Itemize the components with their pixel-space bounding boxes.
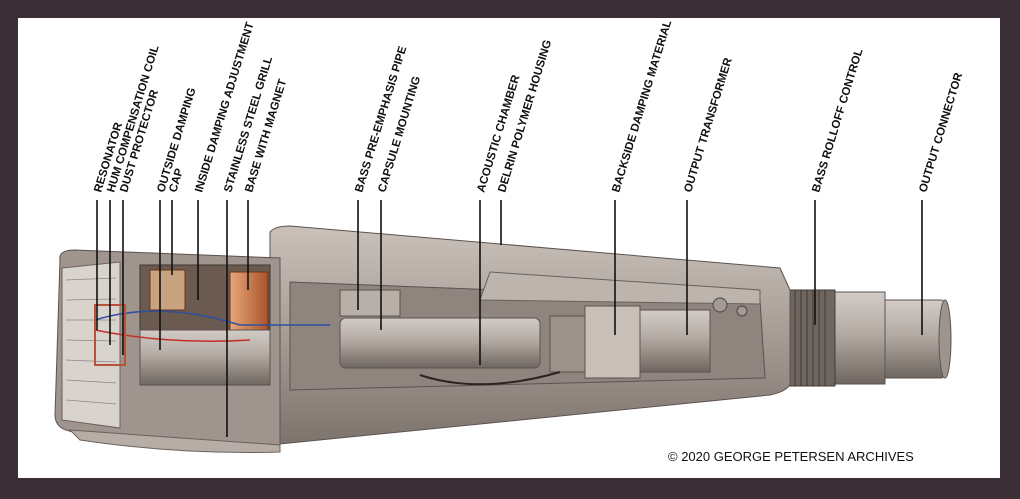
label-bass-rolloff-control: BASS ROLLOFF CONTROL xyxy=(810,47,866,325)
svg-text:OUTPUT TRANSFORMER: OUTPUT TRANSFORMER xyxy=(682,56,735,194)
microphone-body xyxy=(269,225,791,446)
output-connector xyxy=(789,289,952,387)
svg-text:BASS ROLLOFF CONTROL: BASS ROLLOFF CONTROL xyxy=(810,47,865,193)
copyright-notice: © 2020 GEORGE PETERSEN ARCHIVES xyxy=(668,449,914,464)
svg-text:OUTPUT CONNECTOR: OUTPUT CONNECTOR xyxy=(917,71,965,194)
label-output-connector: OUTPUT CONNECTOR xyxy=(917,71,965,335)
microphone-head xyxy=(54,249,330,453)
svg-text:BACKSIDE DAMPING MATERIAL: BACKSIDE DAMPING MATERIAL xyxy=(610,19,674,194)
label-delrin-polymer-housing: DELRIN POLYMER HOUSING xyxy=(496,39,554,245)
